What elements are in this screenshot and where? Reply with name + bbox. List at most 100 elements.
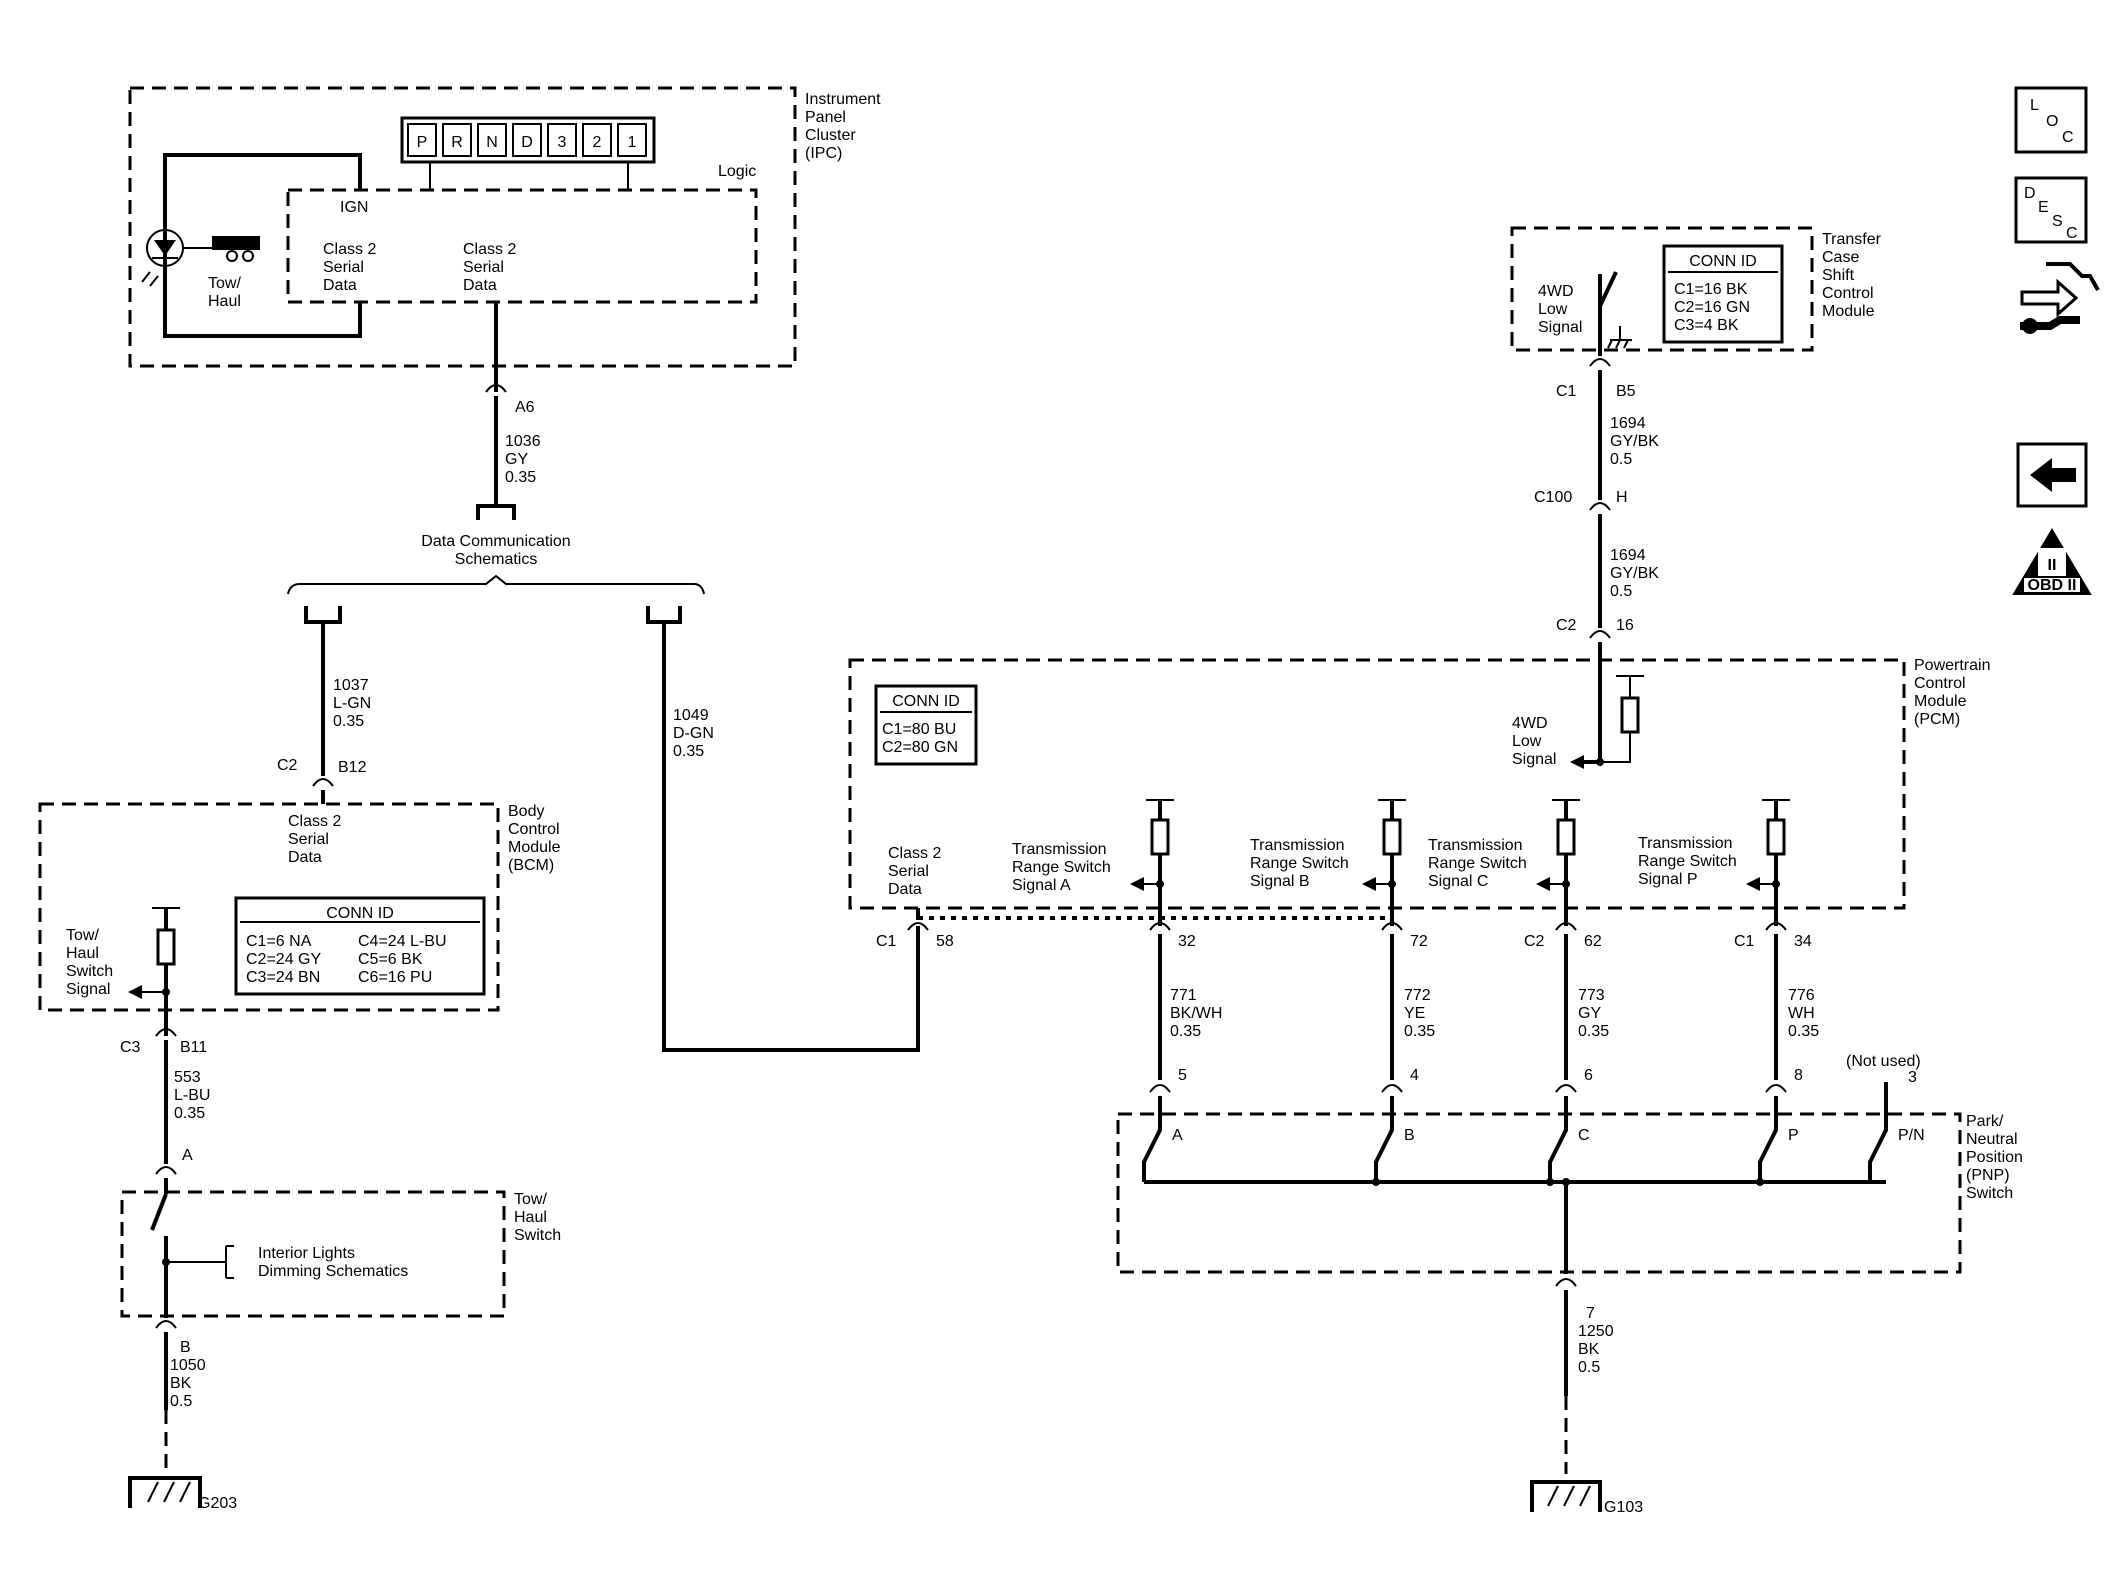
tccm-signal-3: Signal xyxy=(1538,319,1582,336)
gear-cell-6 xyxy=(617,123,647,157)
desc-letter-d: D xyxy=(2024,185,2036,202)
wire-773-size: 0.35 xyxy=(1578,1023,1609,1040)
trs-a-2: Range Switch xyxy=(1012,859,1111,876)
pnp-name-5: Switch xyxy=(1966,1185,2013,1202)
bcm-name-2: Control xyxy=(508,821,560,838)
pcm-module: C2 16 Powertrain Control Module (PCM) CO… xyxy=(848,617,1990,1080)
pcm-name-2: Control xyxy=(1914,675,1966,692)
pcm-conn-id-table: CONN ID C1=80 BU C2=80 GN xyxy=(874,684,978,766)
wire-1050-color: BK xyxy=(170,1375,192,1392)
ipc-serial-left-3: Data xyxy=(323,277,357,294)
ipc-serial-left-1: Class 2 xyxy=(323,241,376,258)
pcm-serial-3: Data xyxy=(888,881,922,898)
ipc-serial-left-2: Serial xyxy=(323,259,364,276)
tccm-signal-2: Low xyxy=(1538,301,1568,318)
tow-switch-name-1: Tow/ xyxy=(514,1191,547,1208)
gear-letter-4: 3 xyxy=(558,134,567,151)
ground-g103-icon: G103 xyxy=(1530,1480,1643,1516)
bcm-tow-signal-2: Haul xyxy=(66,945,99,962)
wire-771-number: 771 xyxy=(1170,987,1197,1004)
wire-772-color: YE xyxy=(1404,1005,1425,1022)
pnp-name-2: Neutral xyxy=(1966,1131,2018,1148)
c100-connector: C100 H xyxy=(1534,489,1628,511)
trs-p-3: Signal P xyxy=(1638,871,1698,888)
bcm-pin-b11: B11 xyxy=(180,1039,207,1056)
wire-1050-size: 0.5 xyxy=(170,1393,192,1410)
ipc-tow-haul-1: Tow/ xyxy=(208,275,241,292)
bcm-name-1: Body xyxy=(508,803,544,820)
gear-letter-2: N xyxy=(486,134,498,151)
c100-label: C100 xyxy=(1534,489,1572,506)
wire-773-number: 773 xyxy=(1578,987,1605,1004)
pnp-not-used: (Not used) xyxy=(1846,1053,1921,1070)
ipc-name-1: Instrument xyxy=(805,91,881,108)
desc-letter-s: S xyxy=(2052,213,2063,230)
a6-connector-label: A6 xyxy=(515,399,535,416)
connector-wrench-icon[interactable] xyxy=(2020,262,2100,334)
pnp-contact-0: 5A xyxy=(1142,1067,1187,1182)
transfer-case-module: Transfer Case Shift Control Module 4WD L… xyxy=(1510,226,1882,400)
bcm-conn-id-table: CONN ID C1=6 NA C2=24 GY C3=24 BN C4=24 … xyxy=(234,896,486,996)
pnp-pin-6: 6 xyxy=(1584,1067,1593,1084)
desc-letter-c: C xyxy=(2066,225,2078,242)
ipc-name-4: (IPC) xyxy=(805,145,842,162)
obd-ii-icon[interactable]: II OBD II xyxy=(2012,528,2092,595)
pcm-4wd-3: Signal xyxy=(1512,751,1556,768)
location-button[interactable]: L O C xyxy=(2014,86,2088,154)
description-button[interactable]: D E S C xyxy=(2014,176,2088,244)
wire-1049: 1049 D-GN 0.35 xyxy=(662,622,920,1052)
gear-letter-1: R xyxy=(451,134,463,151)
pcm-name-4: (PCM) xyxy=(1914,711,1960,728)
tccm-pin-b5: B5 xyxy=(1616,383,1636,400)
bcm-module: C2 B12 Body Control Module (BCM) Class 2… xyxy=(38,757,561,1056)
tccm-conn-id-table: CONN ID C1=16 BK C2=16 GN C3=4 BK xyxy=(1662,244,1784,344)
wire-1036: A6 1036 GY 0.35 xyxy=(476,384,541,520)
pcm-conn-c2-bottom: C2 xyxy=(1524,933,1545,950)
wire-776-size: 0.35 xyxy=(1788,1023,1819,1040)
wire-772-size: 0.35 xyxy=(1404,1023,1435,1040)
bcm-conn-c4: C4=24 L-BU xyxy=(358,933,447,950)
pcm-conn-c2-top: C2 xyxy=(1556,617,1577,634)
wire-1037-color: L-GN xyxy=(333,695,371,712)
pnp-contact-label-0: A xyxy=(1172,1127,1183,1144)
pcm-name-1: Powertrain xyxy=(1914,657,1990,674)
wire-1694b-color: GY/BK xyxy=(1610,565,1659,582)
gear-cell-2 xyxy=(477,123,507,157)
tccm-conn-title: CONN ID xyxy=(1689,253,1757,270)
wire-553-color: L-BU xyxy=(174,1087,210,1104)
pcm-serial-1: Class 2 xyxy=(888,845,941,862)
pnp-pin-5: 5 xyxy=(1178,1067,1187,1084)
back-arrow-button[interactable] xyxy=(2016,442,2088,508)
pnp-contact-label-4: P/N xyxy=(1898,1127,1925,1144)
ground-g103-label: G103 xyxy=(1604,1499,1643,1516)
pcm-conn-c2: C2=80 GN xyxy=(882,739,958,756)
wire-1037-number: 1037 xyxy=(333,677,369,694)
pcm-pin-16: 16 xyxy=(1616,617,1634,634)
c100-pin-h: H xyxy=(1616,489,1628,506)
bcm-conn-c3: C3 xyxy=(120,1039,141,1056)
trs-p-1: Transmission xyxy=(1638,835,1733,852)
pnp-name-4: (PNP) xyxy=(1966,1167,2010,1184)
gear-letter-5: 2 xyxy=(593,134,602,151)
pnp-contact-3: 8P xyxy=(1756,1067,1803,1186)
interior-lights-2: Dimming Schematics xyxy=(258,1263,408,1280)
wire-1694b-number: 1694 xyxy=(1610,547,1646,564)
trs-b-3: Signal B xyxy=(1250,873,1310,890)
pcm-name-3: Module xyxy=(1914,693,1967,710)
tccm-name-4: Control xyxy=(1822,285,1874,302)
wire-1049-color: D-GN xyxy=(673,725,714,742)
gear-cell-3 xyxy=(512,123,542,157)
pnp-contact-label-2: C xyxy=(1578,1127,1590,1144)
ipc-logic-label: Logic xyxy=(718,163,756,180)
pcm-conn-c1-left: C1 xyxy=(876,933,897,950)
gear-letter-3: D xyxy=(521,134,533,151)
wire-1036-size: 0.35 xyxy=(505,469,536,486)
desc-letter-e: E xyxy=(2038,199,2049,216)
ipc-serial-right-1: Class 2 xyxy=(463,241,516,258)
tccm-conn-c3: C3=4 BK xyxy=(1674,317,1739,334)
wire-771-color: BK/WH xyxy=(1170,1005,1222,1022)
bcm-conn-c5: C5=6 BK xyxy=(358,951,423,968)
bcm-serial-3: Data xyxy=(288,849,322,866)
ipc-serial-right-2: Serial xyxy=(463,259,504,276)
